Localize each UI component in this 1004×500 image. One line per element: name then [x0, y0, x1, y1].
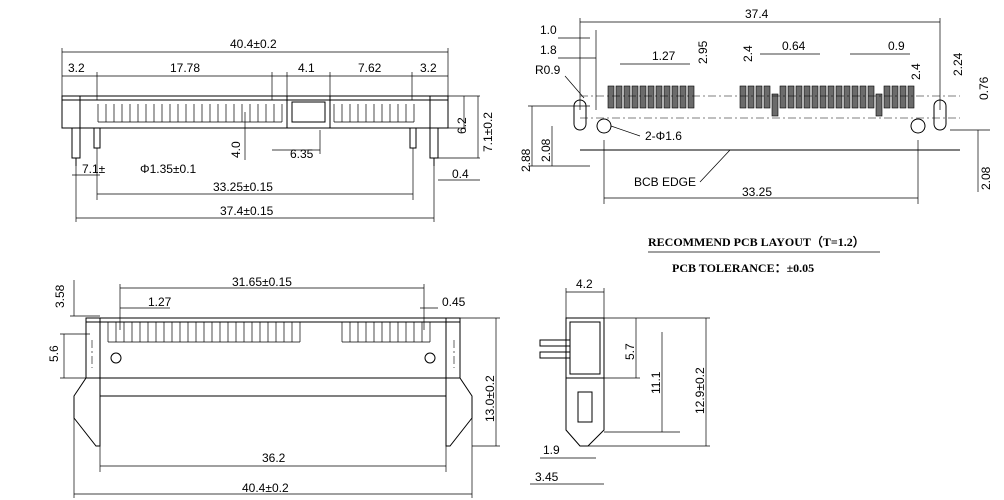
dim-pitch-top: 1.27: [148, 295, 172, 309]
dim-left-edge: 3.2: [68, 61, 85, 75]
dim-1-8: 1.8: [540, 43, 557, 57]
dim-slot-height: 4.0: [229, 141, 243, 158]
dim-pitch: 1.27: [652, 49, 676, 63]
dim-12-9: 12.9±0.2: [693, 367, 707, 414]
dim-pin-span-top: 31.65±0.15: [232, 275, 292, 289]
pcb-edge-label: BCB EDGE: [634, 175, 696, 189]
dim-0-9: 0.9: [888, 39, 905, 53]
dim-3-45: 3.45: [535, 470, 559, 484]
dim-height-top-view: 13.0±0.2: [483, 375, 497, 422]
pcb-note-title: RECOMMEND PCB LAYOUT（T=1.2）: [648, 234, 865, 249]
dim-2-4: 2.4: [741, 45, 755, 62]
dim-height-top: 6.2: [455, 117, 469, 134]
dim-pin-offset: 7.1±: [82, 162, 106, 176]
dim-radius: R0.9: [535, 63, 561, 77]
dim-hole-dia: Φ1.35±0.1: [140, 162, 197, 176]
pcb-layout: 37.4 1.0 1.8 1.27 2.95 2.4 0.64 0.9 2.24…: [519, 7, 993, 275]
dim-pin-size: 0.4: [452, 167, 469, 181]
dim-bottom-total: 37.4±0.15: [220, 204, 274, 218]
dim-2-08: 2.08: [539, 138, 553, 162]
dim-3-58: 3.58: [53, 284, 67, 308]
dim-5-7: 5.7: [623, 343, 637, 360]
dim-left-block: 17.78: [170, 61, 200, 75]
dim-2-88: 2.88: [519, 148, 533, 172]
dim-inner-width: 36.2: [262, 451, 286, 465]
dim-0-76: 0.76: [977, 76, 991, 100]
dim-width-top: 4.2: [576, 277, 593, 291]
dim-2-4b: 2.4: [909, 63, 923, 80]
dim-0-64: 0.64: [782, 39, 806, 53]
dim-5-6: 5.6: [47, 345, 61, 362]
dim-pcb-span: 37.4: [745, 7, 769, 21]
dim-1-9: 1.9: [543, 443, 560, 457]
dim-2-95: 2.95: [696, 40, 710, 64]
pcb-note-tolerance: PCB TOLERANCE：±0.05: [672, 261, 814, 275]
pcb-pads: [607, 85, 915, 117]
dim-pin-span: 33.25±0.15: [213, 180, 273, 194]
top-view: 3.58 31.65±0.15 1.27 0.45 5.6: [47, 275, 500, 498]
dim-hole-span: 33.25: [742, 185, 772, 199]
dim-right-edge: 3.2: [420, 61, 437, 75]
dim-2-24: 2.24: [951, 52, 965, 76]
dim-slot-width: 6.35: [290, 147, 314, 161]
dim-hole-callout: 2-Φ1.6: [645, 129, 682, 143]
front-view: 40.4±0.2 3.2 17.78 4.1 7.62 3.2: [61, 37, 495, 222]
dim-height-total: 7.1±0.2: [481, 112, 495, 152]
dim-pin-width: 0.45: [442, 295, 466, 309]
side-view: 4.2 5.7 11.1 12.9±0.2 1.9 3.45: [530, 277, 710, 485]
dim-overall-width: 40.4±0.2: [230, 37, 277, 51]
dim-right-block: 7.62: [358, 61, 382, 75]
dim-2-08b: 2.08: [979, 166, 993, 190]
dim-center-gap: 4.1: [298, 61, 315, 75]
dim-overall-top-view: 40.4±0.2: [242, 481, 289, 495]
dim-11-1: 11.1: [649, 371, 663, 394]
dim-1-0: 1.0: [540, 23, 557, 37]
